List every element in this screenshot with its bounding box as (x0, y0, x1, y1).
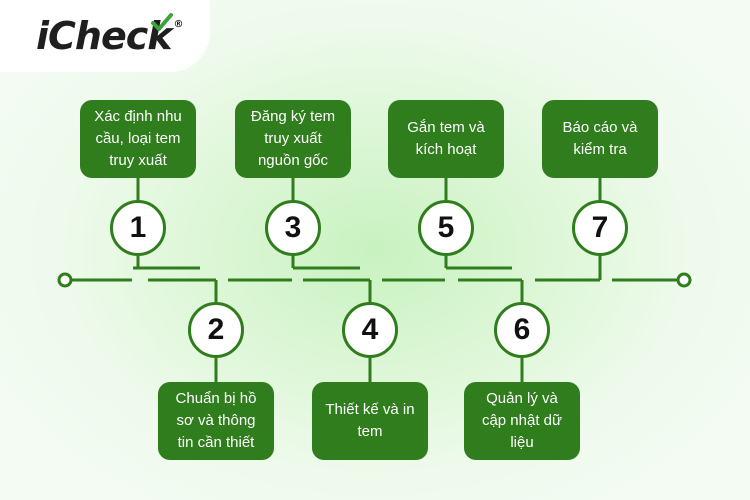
icheck-logo: iCheck® (36, 14, 184, 58)
step-7-label: Báo cáo và kiểm tra (562, 119, 638, 158)
step-7-circle: 7 (572, 200, 628, 256)
step-2-box: Chuẩn bị hồ sơ và thông tin cần thiết (158, 382, 274, 460)
step-5-box: Gắn tem và kích hoạt (388, 100, 504, 178)
step-5-number: 5 (437, 211, 455, 244)
step-7-number: 7 (591, 211, 609, 244)
step-3-label: Đăng ký tem truy xuất nguồn gốc (250, 108, 336, 169)
timeline-start-dot (57, 272, 73, 288)
logo-registered-mark: ® (173, 19, 184, 30)
step-5-label: Gắn tem và kích hoạt (407, 119, 485, 158)
step-3-box: Đăng ký tem truy xuất nguồn gốc (235, 100, 351, 178)
step-6-box: Quản lý và cập nhật dữ liệu (464, 382, 580, 460)
step-6-circle: 6 (494, 302, 550, 358)
step-3-number: 3 (284, 211, 302, 244)
timeline-end-dot (676, 272, 692, 288)
step-7-box: Báo cáo và kiểm tra (542, 100, 658, 178)
logo-card (0, 0, 210, 72)
step-1-number: 1 (129, 211, 147, 244)
step-4-circle: 4 (342, 302, 398, 358)
step-3-circle: 3 (265, 200, 321, 256)
step-2-label: Chuẩn bị hồ sơ và thông tin cần thiết (175, 390, 257, 451)
step-4-number: 4 (361, 313, 379, 346)
step-1-box: Xác định nhu cầu, loại tem truy xuất (80, 100, 196, 178)
step-4-box: Thiết kế và in tem (312, 382, 428, 460)
logo-text: iCheck (36, 14, 173, 58)
logo-checkmark-icon (151, 13, 173, 31)
step-5-circle: 5 (418, 200, 474, 256)
step-6-label: Quản lý và cập nhật dữ liệu (481, 390, 563, 451)
step-1-circle: 1 (110, 200, 166, 256)
step-6-number: 6 (513, 313, 531, 346)
step-2-number: 2 (207, 313, 225, 346)
step-4-label: Thiết kế và in tem (325, 401, 415, 440)
step-1-label: Xác định nhu cầu, loại tem truy xuất (94, 108, 182, 169)
step-2-circle: 2 (188, 302, 244, 358)
